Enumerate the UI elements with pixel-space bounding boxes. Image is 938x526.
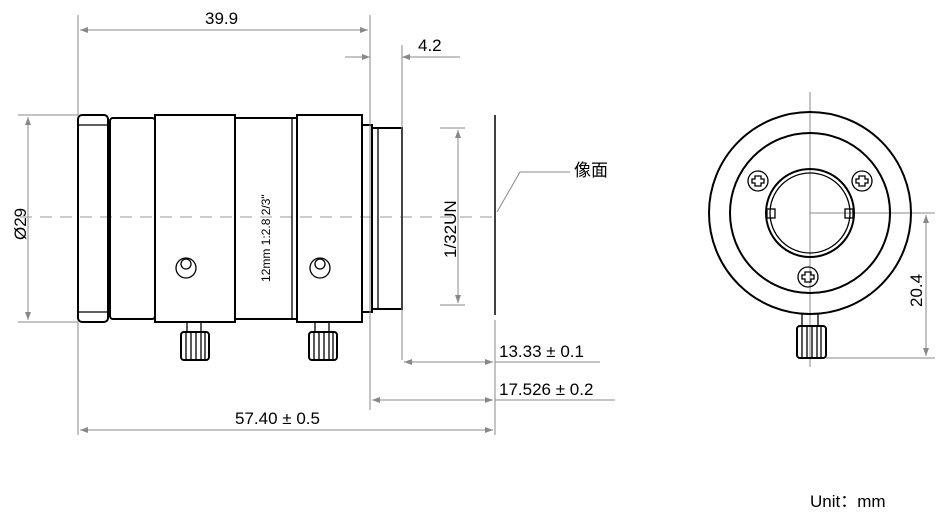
lens-marking: 12mm 1:2.8 2/3" [259, 194, 273, 282]
dim-flange-focal: 17.526 ± 0.2 [499, 380, 593, 399]
unit-label: Unit：mm [810, 492, 886, 511]
screw-icon [797, 266, 819, 288]
lock-knob[interactable] [308, 321, 338, 361]
dimension-lines: 39.9 4.2 Ø29 1/32UN 13.33 ± 0.1 17.526 ±… [11, 9, 615, 435]
screw-icon [747, 170, 769, 192]
image-plane-label: 像面 [574, 161, 608, 180]
dim-thread: 1/32UN [441, 200, 460, 258]
dim-4-2: 4.2 [418, 36, 442, 55]
iris-ring [296, 114, 363, 323]
screw-icon [851, 170, 873, 192]
dim-20-4: 20.4 [907, 274, 926, 307]
side-view: 12mm 1:2.8 2/3" 像面 [20, 114, 608, 361]
lock-screw-hole [309, 257, 331, 279]
dim-39-9: 39.9 [205, 9, 238, 28]
lens-opening [769, 172, 851, 254]
front-view: 20.4 [708, 92, 935, 367]
c-mount-thread [371, 127, 403, 310]
lock-knob[interactable] [796, 313, 827, 359]
lock-screw-hole [175, 257, 197, 279]
dim-diameter: Ø29 [11, 208, 30, 240]
focus-ring [109, 117, 156, 320]
lock-knob[interactable] [180, 321, 210, 361]
dim-total-length: 57.40 ± 0.5 [235, 409, 320, 428]
barrel-segment [154, 114, 236, 323]
dim-back-focus: 13.33 ± 0.1 [499, 342, 584, 361]
mount-face [729, 132, 891, 294]
front-ring [77, 114, 109, 323]
